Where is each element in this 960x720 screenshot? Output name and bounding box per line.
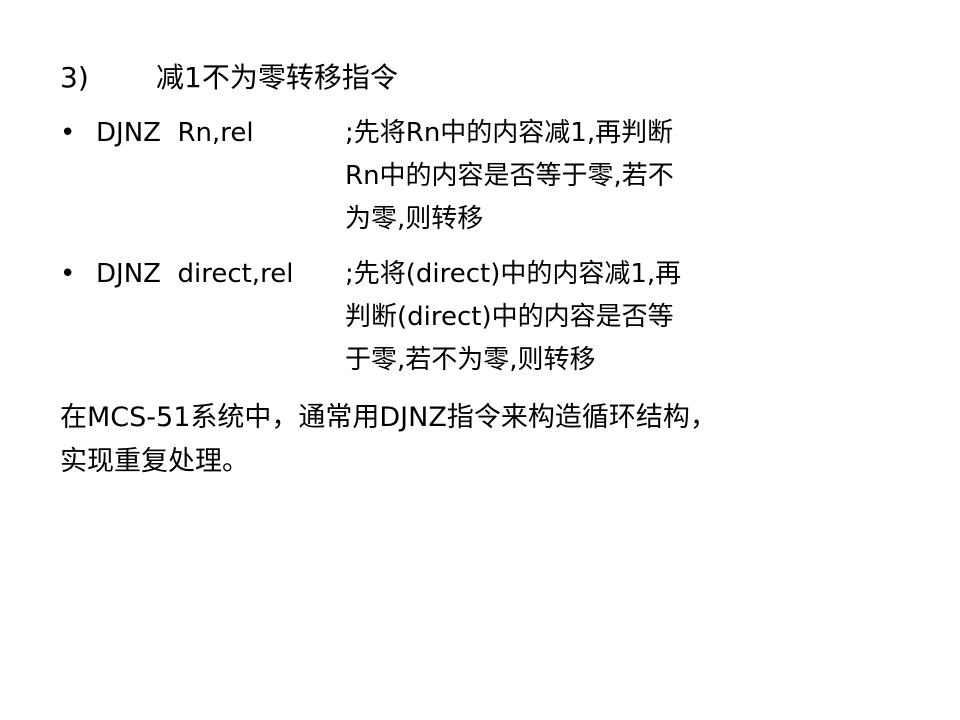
description-line: ;先将Rn中的内容减1,再判断 [345,118,674,148]
bullet-icon: • [60,259,76,289]
summary-paragraph: 在MCS-51系统中，通常用DJNZ指令来构造循环结构， 实现重复处理。 [60,396,920,484]
description-line: 判断(direct)中的内容是否等 [345,302,674,332]
description-line: Rn中的内容是否等于零,若不 [345,161,674,191]
instruction-description: ;先将Rn中的内容减1,再判断 Rn中的内容是否等于零,若不 为零,则转移 [345,112,815,241]
heading-title: 减1不为零转移指令 [156,61,398,94]
description-line: ;先将(direct)中的内容减1,再 [345,259,682,289]
heading-number: 3) [60,61,89,94]
summary-line: 实现重复处理。 [60,446,249,477]
instruction-description: ;先将(direct)中的内容减1,再 判断(direct)中的内容是否等 于零… [345,253,815,382]
instruction-syntax: DJNZ direct,rel [96,259,294,289]
bullet-icon: • [60,118,76,148]
summary-line: 在MCS-51系统中，通常用DJNZ指令来构造循环结构， [60,402,717,433]
slide-heading: 3) 减1不为零转移指令 [60,58,398,98]
description-line: 为零,则转移 [345,204,484,234]
instruction-syntax: DJNZ Rn,rel [96,118,254,148]
description-line: 于零,若不为零,则转移 [345,345,596,375]
